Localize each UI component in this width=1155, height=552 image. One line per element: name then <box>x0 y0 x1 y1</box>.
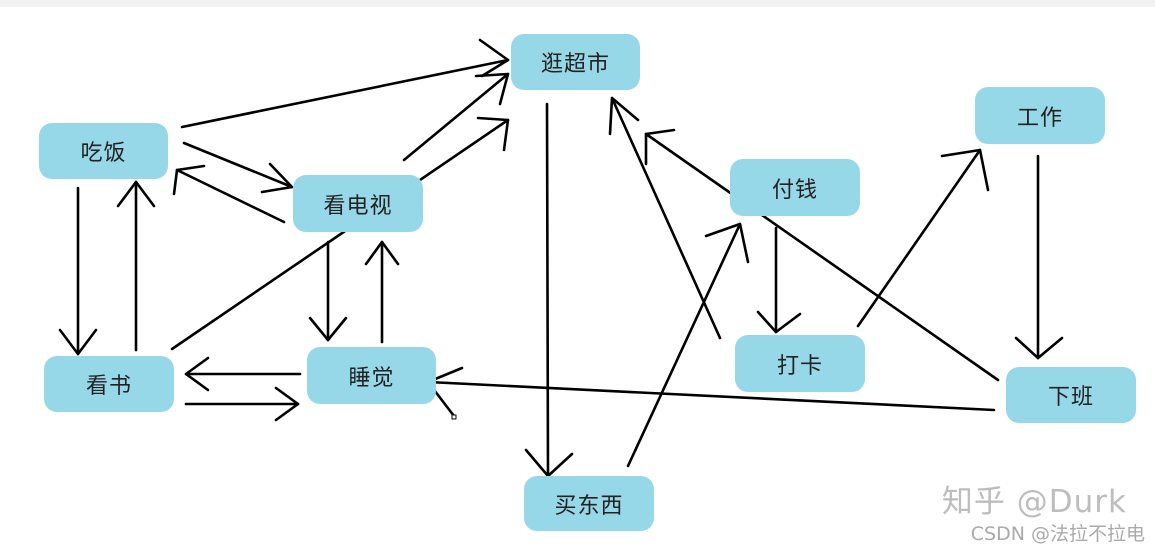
edge-eat-to-book <box>58 186 98 356</box>
node-pay-label: 付钱 <box>771 177 818 203</box>
node-clock-in: 打卡 <box>735 335 865 392</box>
edge-buy-to-pay <box>626 222 750 468</box>
node-watch-tv-label: 看电视 <box>323 193 393 219</box>
edge-eat-to-supermarket <box>180 38 510 129</box>
edge-book-to-sleep <box>184 386 300 422</box>
zhihu-watermark: 知乎 @Durk <box>941 484 1127 520</box>
edge-tv-to-eat <box>172 164 286 224</box>
node-eat-label: 吃饭 <box>80 141 127 166</box>
edge-tv-to-supermarket <box>402 72 510 162</box>
node-supermarket: 逛超市 <box>511 34 640 90</box>
node-buy-things-label: 买东西 <box>554 493 624 519</box>
node-work-label: 工作 <box>1016 105 1063 131</box>
edge-offwork-to-supermarket <box>644 128 1000 382</box>
edge-book-to-eat <box>116 180 156 352</box>
node-sleep-label: 睡觉 <box>348 365 395 391</box>
node-watch-tv: 看电视 <box>293 175 423 232</box>
edge-book-to-supermarket <box>170 116 510 351</box>
node-sleep: 睡觉 <box>307 347 436 404</box>
edge-sleep-to-book <box>184 356 302 392</box>
node-read-book: 看书 <box>44 356 174 412</box>
node-pay: 付钱 <box>730 159 860 216</box>
node-supermarket-label: 逛超市 <box>540 52 610 77</box>
node-buy-things: 买东西 <box>524 476 654 531</box>
edge-clock-to-work <box>856 148 990 328</box>
node-clock-in-label: 打卡 <box>776 353 823 379</box>
csdn-credit: CSDN @法拉不拉电 <box>970 523 1145 545</box>
edge-eat-to-tv <box>182 141 294 194</box>
node-eat: 吃饭 <box>39 123 168 179</box>
edge-sleep-to-tv <box>364 240 400 344</box>
top-band <box>0 0 1155 7</box>
edge-tv-to-sleep <box>308 240 348 342</box>
edge-work-to-offwork <box>1014 154 1064 360</box>
edge-offwork-to-sleep <box>426 366 996 420</box>
edge-clock-to-supermarket <box>608 96 722 340</box>
edge-supermarket-to-buy <box>524 102 574 478</box>
node-off-work-label: 下班 <box>1047 385 1094 410</box>
node-off-work: 下班 <box>1006 367 1136 423</box>
edge-pay-to-clock <box>756 226 802 334</box>
node-read-book-label: 看书 <box>85 374 132 399</box>
node-work: 工作 <box>975 87 1105 144</box>
